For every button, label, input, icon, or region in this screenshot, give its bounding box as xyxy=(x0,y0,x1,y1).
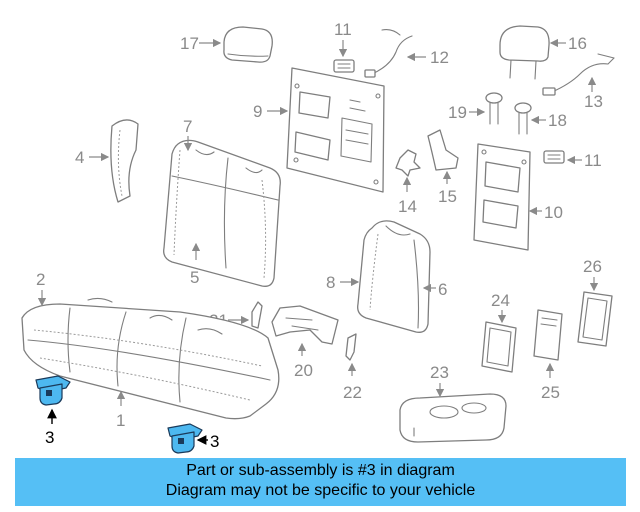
part-17-headrest[interactable] xyxy=(223,26,273,63)
part-24-panel[interactable] xyxy=(481,321,517,373)
part-18-headrest-guide[interactable] xyxy=(514,102,532,135)
label-17: 17 xyxy=(180,34,199,53)
callout-24: 24 xyxy=(491,291,510,324)
callout-20: 20 xyxy=(294,342,313,380)
callout-3-right: 3 xyxy=(196,432,219,451)
callout-11-top: 11 xyxy=(334,20,352,58)
callout-23: 23 xyxy=(430,363,449,398)
part-19-headrest-guide[interactable] xyxy=(485,92,503,125)
part-26-panel[interactable] xyxy=(577,291,613,347)
callout-4: 4 xyxy=(75,148,110,167)
callout-22: 22 xyxy=(343,362,362,402)
part-20-bracket[interactable] xyxy=(271,305,339,345)
part-16-headrest[interactable] xyxy=(499,25,550,80)
part-13-cable[interactable] xyxy=(542,53,615,96)
part-9-seatback-frame[interactable] xyxy=(286,67,385,193)
label-19: 19 xyxy=(448,103,467,122)
label-12: 12 xyxy=(430,48,449,67)
label-5: 5 xyxy=(190,268,199,287)
callout-18: 18 xyxy=(530,111,567,130)
part-8-seatback-cushion-right[interactable] xyxy=(357,220,431,333)
label-11-right: 11 xyxy=(584,151,602,170)
label-3-right: 3 xyxy=(210,432,219,451)
callout-3-left: 3 xyxy=(45,408,57,447)
label-7: 7 xyxy=(183,117,192,136)
label-13: 13 xyxy=(584,92,603,111)
callout-11-right: 11 xyxy=(566,151,602,170)
part-11-clip-top[interactable] xyxy=(333,59,355,73)
label-23: 23 xyxy=(430,363,449,382)
callout-9: 9 xyxy=(253,102,289,121)
callout-2: 2 xyxy=(36,270,47,307)
label-11-top: 11 xyxy=(334,20,352,39)
part-7-seatback-cushion[interactable] xyxy=(163,139,281,287)
label-2: 2 xyxy=(36,270,45,289)
label-8: 8 xyxy=(326,273,335,292)
label-4: 4 xyxy=(75,148,84,167)
label-25: 25 xyxy=(541,383,560,402)
callout-8: 8 xyxy=(326,273,360,292)
part-2-seat-cushion[interactable] xyxy=(21,297,280,420)
callout-14: 14 xyxy=(398,176,417,216)
info-banner: Part or sub-assembly is #3 in diagram Di… xyxy=(15,458,626,506)
banner-line-2: Diagram may not be specific to your vehi… xyxy=(165,482,476,499)
part-22-hook[interactable] xyxy=(345,333,357,361)
label-14: 14 xyxy=(398,197,417,216)
label-9: 9 xyxy=(253,102,262,121)
label-10: 10 xyxy=(544,203,563,222)
label-15: 15 xyxy=(438,187,457,206)
callout-1: 1 xyxy=(116,390,125,430)
part-4-side-bolster[interactable] xyxy=(110,119,139,203)
callout-12: 12 xyxy=(406,48,449,67)
label-1: 1 xyxy=(116,411,125,430)
part-14-bracket[interactable] xyxy=(395,149,421,177)
part-10-seatback-frame-right[interactable] xyxy=(473,143,531,251)
callout-15: 15 xyxy=(438,170,457,206)
callout-13: 13 xyxy=(584,76,603,111)
callout-26: 26 xyxy=(583,257,602,292)
part-12-cable[interactable] xyxy=(364,29,413,78)
callout-5: 5 xyxy=(190,242,201,287)
part-21-clip[interactable] xyxy=(251,301,263,329)
label-20: 20 xyxy=(294,361,313,380)
parts-diagram: 17 11 12 16 13 xyxy=(21,20,615,454)
part-11-clip-right[interactable] xyxy=(543,150,565,164)
callout-17: 17 xyxy=(180,34,222,53)
callout-6: 6 xyxy=(422,280,447,299)
part-15-lock-cover[interactable] xyxy=(427,129,459,171)
part-23-armrest[interactable] xyxy=(399,393,507,443)
callout-7: 7 xyxy=(183,117,192,152)
label-16: 16 xyxy=(568,34,587,53)
label-6: 6 xyxy=(438,280,447,299)
label-18: 18 xyxy=(548,111,567,130)
label-3-left: 3 xyxy=(45,428,54,447)
part-3-hook-left[interactable] xyxy=(35,375,71,406)
callout-19: 19 xyxy=(448,103,486,122)
label-22: 22 xyxy=(343,383,362,402)
callout-10: 10 xyxy=(528,203,563,222)
part-3-hook-right[interactable] xyxy=(167,423,203,454)
part-25-panel[interactable] xyxy=(533,309,563,361)
banner-line-1: Part or sub-assembly is #3 in diagram xyxy=(186,462,455,479)
callout-25: 25 xyxy=(541,362,560,402)
label-26: 26 xyxy=(583,257,602,276)
callout-16: 16 xyxy=(549,34,587,53)
label-24: 24 xyxy=(491,291,510,310)
